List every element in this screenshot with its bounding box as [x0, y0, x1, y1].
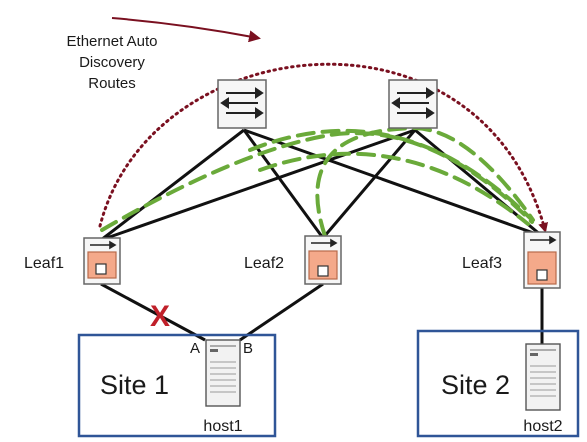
annotation-line-3: Routes	[88, 75, 136, 92]
annotation-line-2: Discovery	[79, 54, 145, 71]
link-spine2-leaf1	[100, 128, 416, 242]
green-route-upper	[248, 128, 532, 220]
green-dashed-routes	[100, 125, 535, 238]
link-leaf2-host1	[239, 282, 324, 342]
leaf1-label: Leaf1	[24, 255, 64, 272]
spine-switch-1	[217, 79, 267, 129]
site1-label: Site 1	[100, 370, 169, 400]
link-failure-mark: X	[150, 300, 170, 333]
site1-box	[77, 333, 277, 438]
host2-label: host2	[523, 418, 562, 435]
link-spine2-leaf2	[321, 129, 417, 239]
ead-routes-dotted-arc	[98, 62, 548, 233]
annotation-arrow	[111, 17, 261, 43]
link-leaf1-host1	[100, 282, 206, 342]
leaf3-label: Leaf3	[462, 255, 502, 272]
annotation-line-1: Ethernet Auto	[67, 33, 158, 50]
green-route-leaf1-leaf3	[100, 131, 534, 232]
green-route-mid	[258, 151, 530, 226]
host-links	[100, 282, 544, 345]
host2-server	[525, 343, 561, 411]
port-a-label: A	[190, 340, 200, 357]
leaf2-label: Leaf2	[244, 255, 284, 272]
host1-server	[205, 339, 241, 407]
link-spine1-leaf1	[100, 128, 245, 242]
link-spine1-leaf3	[243, 128, 543, 238]
host1-label: host1	[203, 418, 242, 435]
leaf3-switch	[523, 231, 561, 289]
spine-switch-2	[388, 79, 438, 129]
site2-label: Site 2	[441, 370, 510, 400]
leaf2-switch	[304, 235, 342, 285]
port-b-label: B	[243, 340, 253, 357]
leaf1-switch	[83, 237, 121, 285]
site2-box	[416, 329, 580, 438]
